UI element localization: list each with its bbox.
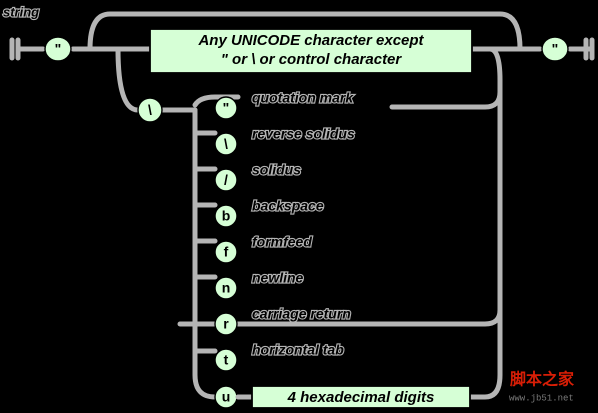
escape-choice-unicode: u (214, 385, 238, 409)
loop-top-rail (87, 11, 523, 52)
rail-r-join (389, 307, 503, 327)
choice-bubble (214, 348, 238, 372)
escape-choice-reverse-solidus: \ reverse solidus (214, 125, 356, 156)
choice-label: reverse solidus (252, 126, 355, 142)
escape-choice-backspace: b backspace (214, 197, 325, 228)
any-char-box: Any UNICODE character except " or \ or c… (149, 28, 473, 74)
escape-bubble (137, 97, 163, 123)
choice-symbol: u (222, 389, 231, 405)
choice-bubble (214, 240, 238, 264)
watermark: 脚本之家 www.jb51.net (509, 370, 575, 404)
choice-symbol: " (223, 100, 230, 116)
watermark-url: www.jb51.net (509, 393, 574, 403)
escape-choice-carriage-return: r carriage return (214, 305, 352, 336)
choice-symbol: t (224, 352, 229, 368)
escape-choice-horizontal-tab: t horizontal tab (214, 341, 345, 372)
hex-rect (251, 385, 471, 409)
escape-node: \ (137, 97, 163, 123)
rail-right-top (389, 89, 503, 110)
open-quote-node: " (44, 36, 72, 62)
choice-label: newline (252, 270, 304, 286)
any-char-rect (149, 28, 473, 74)
open-quote-symbol: " (55, 41, 62, 57)
escape-choice-newline: n newline (214, 269, 305, 300)
choice-label: solidus (252, 162, 301, 178)
choice-symbol: / (224, 172, 228, 188)
escape-choice-solidus: / solidus (214, 161, 302, 192)
choice-label: quotation mark (252, 90, 354, 106)
choice-bubble (214, 276, 238, 300)
watermark-title: 脚本之家 (510, 370, 575, 389)
choices-trunk-right (467, 46, 503, 400)
choice-symbol: \ (224, 136, 228, 152)
choice-label: formfeed (252, 234, 312, 250)
escape-branch-down (115, 46, 141, 113)
choice-bubble (214, 204, 238, 228)
choice-symbol: f (224, 244, 229, 260)
railroad-tracks (9, 11, 595, 400)
any-char-line2: " or \ or control character (221, 51, 403, 68)
rail-quote (192, 94, 241, 108)
escape-choice-formfeed: f formfeed (214, 233, 313, 264)
open-quote-bubble (44, 36, 72, 62)
choice-bubble (214, 168, 238, 192)
escape-choice-quote: " quotation mark (214, 89, 355, 120)
choice-label: horizontal tab (252, 342, 344, 358)
close-quote-node: " (541, 36, 569, 62)
choices-trunk-left (192, 107, 218, 400)
escape-symbol: \ (148, 102, 152, 118)
choice-symbol: n (222, 280, 231, 296)
choice-label: backspace (252, 198, 324, 214)
choice-bubble (214, 312, 238, 336)
hex-label: 4 hexadecimal digits (287, 389, 435, 406)
choice-bubble (214, 96, 238, 120)
diagram-title: string (3, 4, 39, 19)
hex-digits-box: 4 hexadecimal digits (235, 385, 471, 409)
close-quote-bubble (541, 36, 569, 62)
choice-bubble (214, 132, 238, 156)
choice-symbol: b (222, 208, 231, 224)
close-quote-symbol: " (552, 41, 559, 57)
escape-choices: " quotation mark \ reverse solidus / sol… (214, 89, 356, 409)
any-char-line1: Any UNICODE character except (197, 32, 424, 49)
choice-label: carriage return (252, 306, 351, 322)
choice-symbol: r (223, 316, 229, 332)
